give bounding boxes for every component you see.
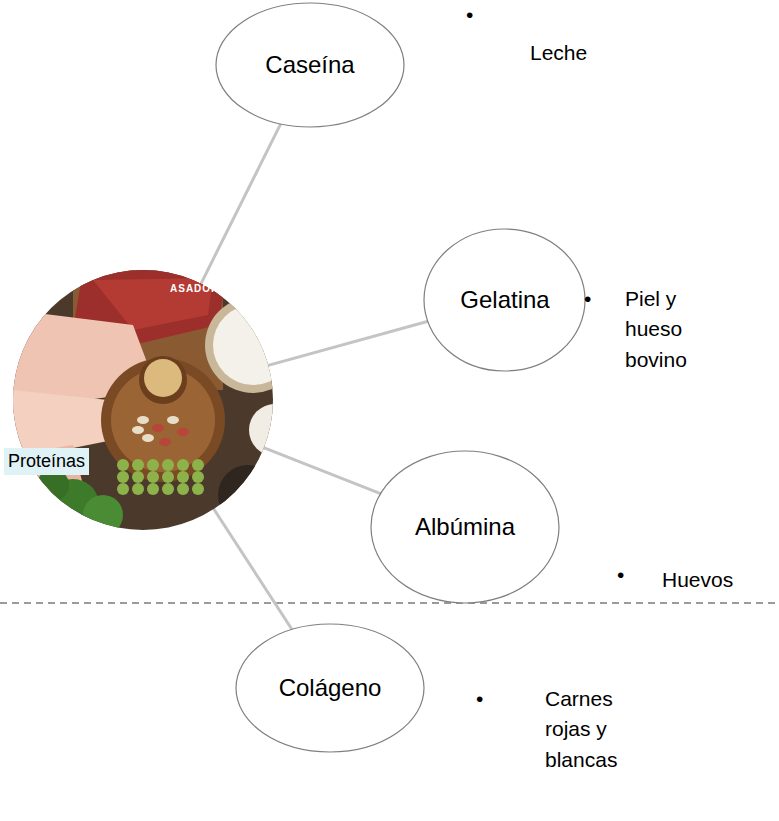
category-name: Colágeno	[279, 674, 382, 703]
example-item: Leche	[530, 38, 587, 68]
example-item: •	[466, 0, 473, 30]
ellipse-shape	[216, 3, 404, 127]
hub-photo-circle: Proteínas	[13, 270, 273, 530]
spoke-line	[267, 321, 428, 365]
photo-content	[13, 270, 301, 535]
photo-brand-text: ASADOR	[170, 283, 219, 295]
dashed-divider	[0, 602, 779, 604]
category-name: Albúmina	[415, 513, 515, 542]
category-name: Caseína	[265, 51, 354, 80]
example-item: •	[617, 560, 624, 590]
category-ellipse: Albúmina	[370, 450, 560, 604]
example-item: •	[476, 684, 483, 714]
hub-label: Proteínas	[4, 448, 89, 475]
category-ellipse: Caseína	[215, 2, 405, 128]
ellipse-shape	[371, 451, 559, 603]
category-ellipse: Gelatina	[423, 228, 586, 372]
ellipse-shape	[236, 624, 424, 752]
spoke-line	[201, 124, 281, 285]
spoke-line	[263, 447, 381, 493]
category-ellipse: Colágeno	[235, 623, 425, 753]
example-item: Huevos	[662, 565, 733, 595]
example-item: Carnes rojas y blancas	[545, 684, 629, 775]
ellipse-shape	[424, 229, 585, 371]
category-name: Gelatina	[460, 286, 549, 315]
example-item: Piel y hueso bovino	[625, 284, 697, 375]
protein-food-photo	[13, 270, 273, 530]
spoke-line	[213, 508, 292, 629]
example-item: •	[584, 284, 591, 314]
